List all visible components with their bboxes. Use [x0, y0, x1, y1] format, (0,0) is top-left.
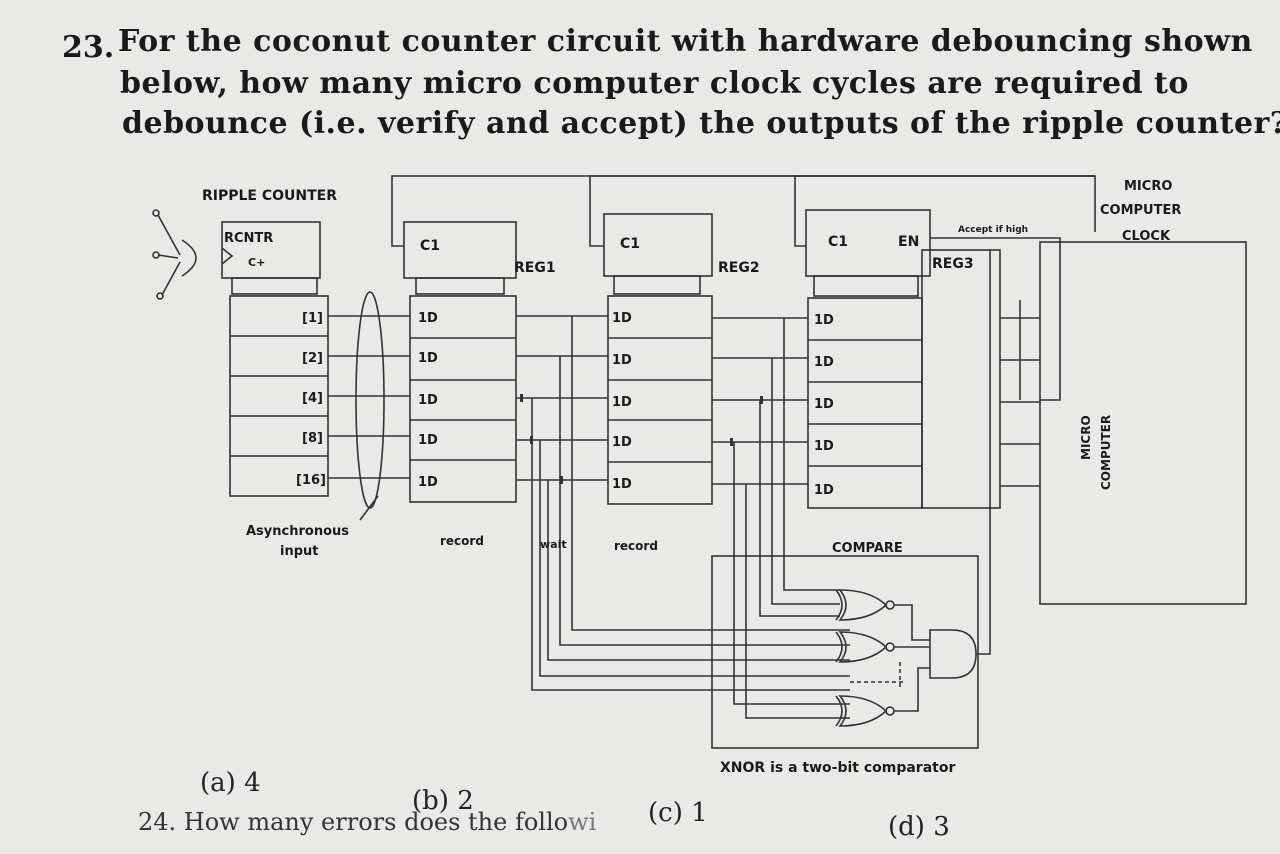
reg3-d-5: 1D — [814, 483, 834, 498]
micro-computer-line-1: MICRO — [1079, 415, 1093, 460]
counter-output-1: [1] — [302, 311, 323, 326]
reg1-clock-label: C1 — [420, 238, 440, 254]
micro-computer-box — [1039, 241, 1247, 605]
answer-a-value: 4 — [244, 768, 261, 798]
wait-label: wait — [540, 538, 567, 551]
answer-c[interactable]: (c) 1 — [648, 798, 708, 828]
reg2-d-5: 1D — [612, 477, 632, 492]
compare-box — [711, 555, 979, 749]
next-question-text: 24. How many errors does the followi — [138, 808, 596, 836]
micro-computer-line-2: COMPUTER — [1099, 415, 1113, 490]
question-line-2: below, how many micro computer clock cyc… — [120, 66, 1189, 101]
reg1-data-stack — [409, 295, 517, 503]
async-label-1: Asynchronous — [246, 524, 349, 539]
answer-a[interactable]: (a) 4 — [200, 768, 261, 798]
reg1-d-4: 1D — [418, 433, 438, 448]
xnor-gate-3 — [838, 695, 888, 727]
counter-output-16: [16] — [296, 473, 326, 488]
next-question-faded: wi — [568, 808, 597, 836]
answer-c-value: 1 — [691, 798, 708, 828]
micro-clock-line-3: CLOCK — [1122, 229, 1171, 244]
next-question-visible: 24. How many errors does the follo — [138, 808, 569, 836]
micro-clock-line-1: MICRO — [1124, 179, 1172, 194]
reg2-d-1: 1D — [612, 311, 632, 326]
counter-output-8: [8] — [302, 431, 323, 446]
answer-d-value: 3 — [933, 812, 950, 842]
reg3-enable-label: EN — [898, 234, 919, 250]
answer-b-label: (b) — [412, 786, 449, 816]
question-line-1: For the coconut counter circuit with har… — [118, 24, 1253, 59]
answer-b-value: 2 — [457, 786, 474, 816]
xnor-gate-2 — [838, 631, 888, 663]
question-number: 23. — [62, 30, 115, 65]
reg2-d-3: 1D — [612, 395, 632, 410]
reg3-d-2: 1D — [814, 355, 834, 370]
micro-clock-line-2: COMPUTER — [1100, 203, 1181, 218]
reg2-clock-label: C1 — [620, 236, 640, 252]
rcntr-label: RCNTR — [224, 231, 273, 246]
async-label-2: input — [280, 544, 319, 559]
answer-c-label: (c) — [648, 798, 683, 828]
reg1-d-1: 1D — [418, 311, 438, 326]
reg3-d-1: 1D — [814, 313, 834, 328]
answer-d[interactable]: (d) 3 — [888, 812, 950, 842]
reg1-d-3: 1D — [418, 393, 438, 408]
compare-label: COMPARE — [832, 541, 903, 556]
counter-output-4: [4] — [302, 391, 323, 406]
async-bus-ellipse — [355, 291, 385, 509]
answer-a-label: (a) — [200, 768, 236, 798]
reg3-label: REG3 — [932, 256, 974, 272]
reg2-label: REG2 — [718, 260, 760, 276]
clock-input-label: C+ — [248, 256, 265, 269]
and-gate — [929, 629, 977, 679]
xnor-note: XNOR is a two-bit comparator — [720, 760, 955, 776]
reg3-d-3: 1D — [814, 397, 834, 412]
reg2-d-2: 1D — [612, 353, 632, 368]
answer-b[interactable]: (b) 2 — [412, 786, 474, 816]
ripple-counter-label: RIPPLE COUNTER — [202, 188, 337, 204]
record-label-1: record — [440, 534, 484, 548]
question-line-3: debounce (i.e. verify and accept) the ou… — [122, 106, 1280, 141]
reg3-d-4: 1D — [814, 439, 834, 454]
reg2-d-4: 1D — [612, 435, 632, 450]
counter-output-2: [2] — [302, 351, 323, 366]
reg1-d-5: 1D — [418, 475, 438, 490]
accept-label: Accept if high — [958, 225, 1028, 235]
record-label-2: record — [614, 539, 658, 553]
reg1-label: REG1 — [514, 260, 556, 276]
answer-d-label: (d) — [888, 812, 925, 842]
clock-wire-reg1 — [391, 175, 1096, 247]
reg3-clock-label: C1 — [828, 234, 848, 250]
reg1-d-2: 1D — [418, 351, 438, 366]
xnor-gate-1 — [838, 589, 888, 621]
